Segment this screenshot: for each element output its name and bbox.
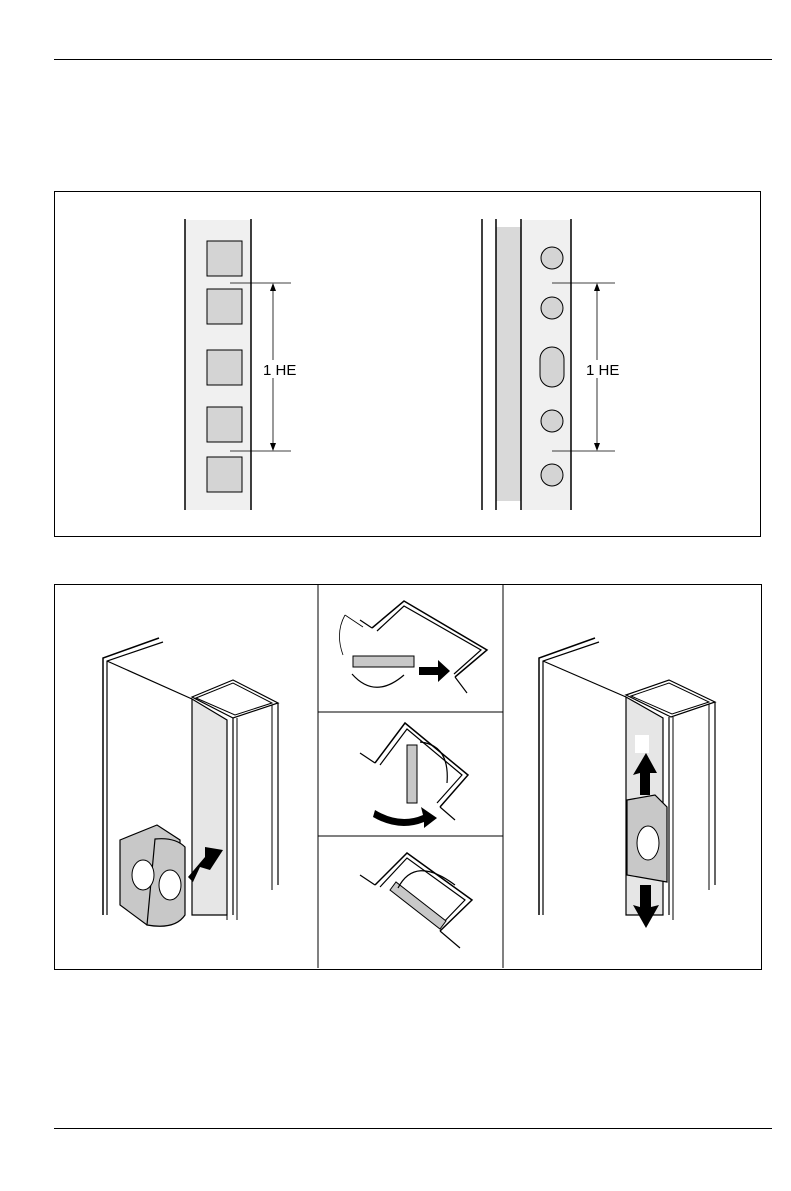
step-insert-cage-nut bbox=[103, 638, 278, 926]
round-hole bbox=[541, 410, 563, 432]
square-hole bbox=[207, 350, 242, 385]
step-slide-cage-nut bbox=[339, 601, 487, 693]
cage-nut-figure bbox=[54, 584, 762, 970]
oval-hole bbox=[540, 347, 564, 387]
round-rail-unit-label: 1 HE bbox=[586, 362, 619, 379]
square-hole-rail: 1 HE bbox=[185, 219, 300, 510]
cage-nut-bar bbox=[407, 745, 417, 803]
round-hole-rail: 1 HE bbox=[482, 219, 626, 510]
square-rail-unit-label: 1 HE bbox=[263, 362, 296, 379]
cage-nut-diagram bbox=[55, 585, 760, 968]
cage-nut-bar bbox=[390, 882, 446, 929]
rack-unit-figure: 1 HE 1 HE bbox=[54, 191, 761, 537]
step-cage-nut-clipped bbox=[360, 853, 472, 948]
rack-unit-diagram: 1 HE 1 HE bbox=[55, 192, 760, 536]
square-hole bbox=[207, 407, 242, 442]
round-hole bbox=[541, 247, 563, 269]
rotate-arrow bbox=[373, 807, 437, 828]
round-hole bbox=[541, 464, 563, 486]
square-hole bbox=[207, 241, 242, 276]
step-remove-cage-nut bbox=[539, 638, 715, 928]
cage-nut-bar bbox=[353, 656, 414, 667]
header-rule bbox=[54, 59, 772, 60]
square-hole bbox=[207, 457, 242, 492]
footer-rule bbox=[54, 1128, 772, 1129]
slide-arrow bbox=[419, 660, 450, 682]
round-hole bbox=[541, 297, 563, 319]
step-rotate-cage-nut bbox=[360, 723, 468, 828]
square-hole bbox=[207, 289, 242, 324]
